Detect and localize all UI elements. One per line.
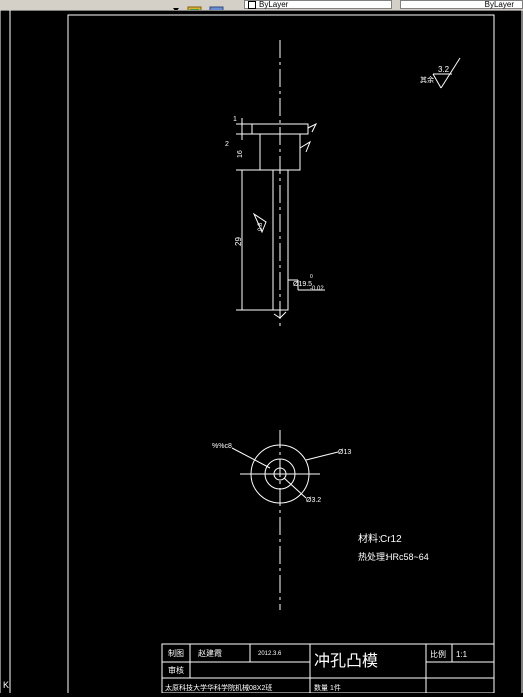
dim-outer: Ø13	[338, 449, 351, 456]
top-view	[231, 444, 339, 504]
rough-mark-bottom	[273, 311, 287, 319]
scale-label: 比例	[430, 649, 446, 659]
material-value: Cr12	[380, 534, 402, 545]
chamfer-note: %%c8	[212, 443, 232, 450]
dim-head: 16	[237, 150, 244, 158]
drawing-date: 2012.3.6	[258, 651, 282, 657]
school-name: 太原科技大学华科学院机械08X2班	[165, 683, 272, 692]
drawing-frame	[67, 14, 495, 696]
dim-diameter-tol-upper: 0	[310, 274, 313, 280]
roughness-corner-symbol: 3.2 其余	[420, 57, 461, 89]
rough-mark-flange	[307, 122, 318, 133]
title-block	[161, 643, 495, 694]
outer-circle	[250, 444, 310, 504]
roughness-corner-value: 3.2	[438, 65, 450, 74]
color-combo-value: ByLayer	[259, 0, 289, 10]
cad-toolbar: ByLayer ByLayer	[0, 0, 523, 11]
rough-mark-head	[299, 140, 312, 153]
quantity-label: 数量 1件	[314, 683, 341, 692]
dim-shank: 29	[234, 237, 243, 246]
hardness-label: 热处理:	[358, 551, 388, 562]
dim-flange: 1	[233, 116, 237, 123]
dropdown-arrow-icon[interactable]	[172, 0, 180, 10]
hardness-value: HRc58~64	[386, 552, 429, 562]
drawing-canvas[interactable]: K 3.2 其余 1 2 16 29 0.8 Ø19.5 0 -0.02	[0, 10, 523, 696]
color-combo[interactable]: ByLayer	[244, 0, 392, 9]
color-swatch-icon	[248, 1, 256, 9]
material-label: 材料:	[358, 532, 381, 545]
dim-head-left: 2	[225, 141, 229, 148]
scale-value: 1:1	[456, 650, 468, 659]
dim-diameter-tol-lower: -0.02	[310, 286, 324, 292]
punch-shank	[272, 169, 289, 311]
layer-states-icon[interactable]	[186, 0, 204, 10]
side-view	[236, 118, 325, 311]
linetype-combo[interactable]: ByLayer	[400, 0, 523, 9]
rough-mark-shank	[252, 212, 267, 234]
designer-name: 赵建霞	[198, 648, 222, 658]
designer-label: 制图	[168, 648, 184, 658]
layer-previous-icon[interactable]	[208, 0, 226, 10]
rough-side-value: 0.8	[258, 222, 264, 231]
dim-inner: Ø3.2	[306, 497, 321, 504]
mid-circle	[264, 458, 296, 490]
dim-diameter: Ø19.5	[293, 281, 312, 288]
ucs-icon: K	[3, 680, 9, 690]
checker-label: 审核	[168, 665, 184, 675]
roughness-corner-note: 其余	[420, 75, 434, 84]
part-name: 冲孔凸模	[314, 652, 378, 670]
linetype-combo-value: ByLayer	[484, 0, 514, 9]
inner-circle	[273, 467, 287, 481]
